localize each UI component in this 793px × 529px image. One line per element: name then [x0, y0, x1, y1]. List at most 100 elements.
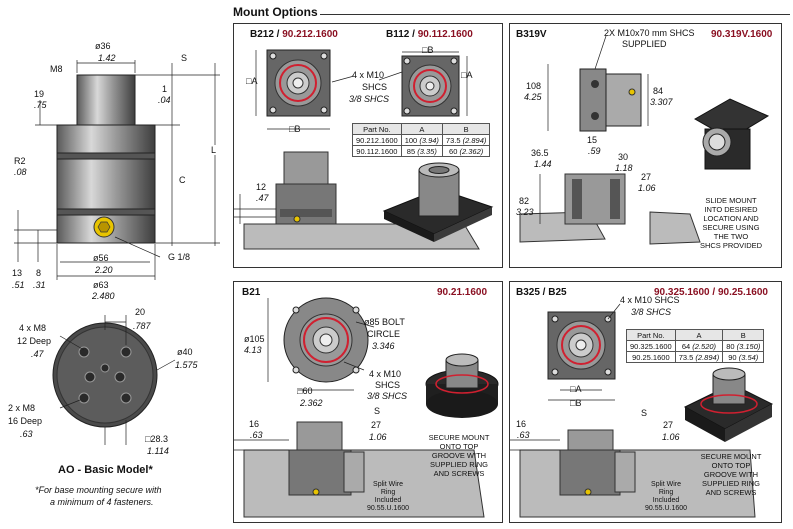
dim-d20-in: .787: [133, 321, 151, 331]
b21-note: SECURE MOUNT ONTO TOP GROOVE WITH SUPPLI…: [419, 433, 499, 478]
b319v-d84: 84: [653, 86, 664, 96]
dim-d19: 19: [34, 89, 45, 99]
note-line: SHCS PROVIDED: [699, 241, 763, 250]
dim-g: G 1/8: [168, 252, 191, 262]
b325-d16-in: .63: [517, 430, 530, 440]
table-cell: 90.325.1600: [626, 340, 676, 352]
b319v-d365: 36.5: [531, 148, 549, 158]
b319v-d82: 82: [519, 196, 530, 206]
b325-split-note: Split Wire Ring Included 90.55.U.1600: [645, 481, 687, 513]
cell-in: (3.54): [738, 352, 759, 362]
b319v-d30-in: 1.18: [615, 163, 633, 173]
b212-screws-in: 3/8 SHCS: [349, 94, 390, 104]
b212-label-a-text: A: [251, 76, 258, 86]
b325-label-b-text: B: [575, 398, 582, 408]
cell-in: (2.894): [462, 135, 487, 145]
table-cell: 90 (3.54): [722, 351, 765, 363]
b212-th-b: B: [441, 123, 491, 135]
panel-b212-title-a: B212 /: [250, 29, 283, 40]
b212-screws-2: SHCS: [362, 82, 388, 92]
b212-label-a: □A: [246, 76, 258, 86]
note-line: Included: [652, 497, 680, 504]
dim-l: L: [211, 145, 217, 155]
cell-mm: 64: [681, 341, 691, 351]
table-row: 90.112.1600 85 (3.35) 60 (2.362): [352, 145, 491, 157]
dim-r2-in: .08: [14, 167, 27, 177]
note-line: Included: [374, 497, 402, 504]
dim-top-deep: 12 Deep: [17, 336, 52, 346]
panel-b21-title: B21: [242, 287, 261, 298]
dim-sq-value: 28.3: [150, 434, 168, 444]
b325-th-b: B: [722, 329, 765, 341]
header-rule: [320, 14, 790, 15]
dim-d1: 1: [162, 84, 168, 94]
b21-bolt-circle-2: CIRCLE: [367, 329, 401, 339]
note-line: GROOVE WITH: [431, 451, 487, 460]
note-line: SECURE USING: [702, 223, 760, 232]
b212-d12: 12: [256, 182, 267, 192]
dim-side-deep-in: .63: [20, 429, 33, 439]
b212-drawing: [234, 49, 494, 250]
cell-in: (2.520): [692, 341, 717, 351]
b21-d27-in: 1.06: [369, 432, 387, 442]
table-cell: 64 (2.520): [674, 340, 724, 352]
b112-label-b: □B: [422, 45, 434, 55]
dim-sq: □28.3: [145, 434, 168, 444]
b319v-screw-note-1: 2X M10x70 mm SHCS: [604, 28, 695, 38]
b212-th-part: Part No.: [352, 123, 402, 135]
b325-d27: 27: [663, 420, 674, 430]
note-line: LOCATION AND: [703, 214, 759, 223]
b319v-d365-in: 1.44: [534, 159, 552, 169]
panel-b212-title: B212 / 90.212.1600: [250, 29, 338, 40]
table-cell: 73.5 (2.894): [674, 351, 724, 363]
table-cell: 90.112.1600: [352, 145, 402, 157]
b319v-d15: 15: [587, 135, 598, 145]
dim-d1-in: .04: [158, 95, 171, 105]
b325-th-a: A: [674, 329, 724, 341]
b21-drawing: [234, 297, 499, 518]
note-line: SUPPLIED RING: [702, 479, 760, 488]
table-cell: 73.5 (2.894): [441, 134, 491, 146]
dim-d36-in: 1.42: [98, 53, 116, 63]
panel-b212-b112: B212 / 90.212.1600 B112 / 90.112.1600: [233, 23, 503, 268]
panel-b212-part-a: 90.212.1600: [282, 29, 338, 40]
b21-screws: 4 x M10: [369, 369, 402, 379]
b319v-d30: 30: [618, 152, 629, 162]
b319v-drawing: [519, 35, 770, 245]
b21-d60-value: 60: [302, 386, 313, 396]
b325-note: SECURE MOUNT ONTO TOP GROOVE WITH SUPPLI…: [690, 452, 772, 497]
b325-screws-in: 3/8 SHCS: [631, 307, 672, 317]
cell-mm: 85: [406, 146, 416, 156]
note-line: AND SCREWS: [705, 488, 757, 497]
table-row: 90.325.1600 64 (2.520) 80 (3.150): [626, 340, 765, 352]
cell-mm: 80: [726, 341, 735, 351]
b21-split-note: Split Wire Ring Included 90.55.U.1600: [367, 481, 409, 513]
cell-mm: 90: [728, 352, 737, 362]
note-line: SLIDE MOUNT: [705, 196, 757, 205]
dim-d56-in: 2.20: [95, 265, 113, 275]
page-title: Mount Options: [233, 5, 318, 19]
panel-b112-title-b: B112 /: [386, 29, 418, 40]
dim-c: C: [179, 175, 186, 185]
dim-d13-in: .51: [12, 280, 25, 290]
b319v-d82-in: 3.23: [516, 207, 534, 217]
b21-screws-in: 3/8 SHCS: [367, 391, 408, 401]
table-row: 90.25.1600 73.5 (2.894) 90 (3.54): [626, 351, 765, 363]
panel-b21-part: 90.21.1600: [437, 287, 488, 298]
table-row: 90.212.1600 100 (3.94) 73.5 (2.894): [352, 134, 491, 146]
b112-label-b-text: B: [427, 45, 434, 55]
panel-b319v-title: B319V: [516, 29, 547, 40]
b325-th-part: Part No.: [626, 329, 676, 341]
panel-b325-part: 90.325.1600 / 90.25.1600: [654, 287, 768, 298]
cell-in: (2.894): [695, 352, 720, 362]
b21-d105: ø105: [244, 334, 265, 344]
note-line: Ring: [658, 489, 674, 496]
note-line: SUPPLIED RING: [430, 460, 488, 469]
dim-d19-in: .75: [34, 100, 47, 110]
dim-d8: 8: [36, 268, 42, 278]
cell-mm: 100: [404, 135, 418, 145]
b21-screws-2: SHCS: [375, 380, 401, 390]
b21-d27: 27: [371, 420, 382, 430]
panel-b112-part-b: 90.112.1600: [417, 29, 473, 40]
b325-screws: 4 x M10 SHCS: [620, 295, 680, 305]
